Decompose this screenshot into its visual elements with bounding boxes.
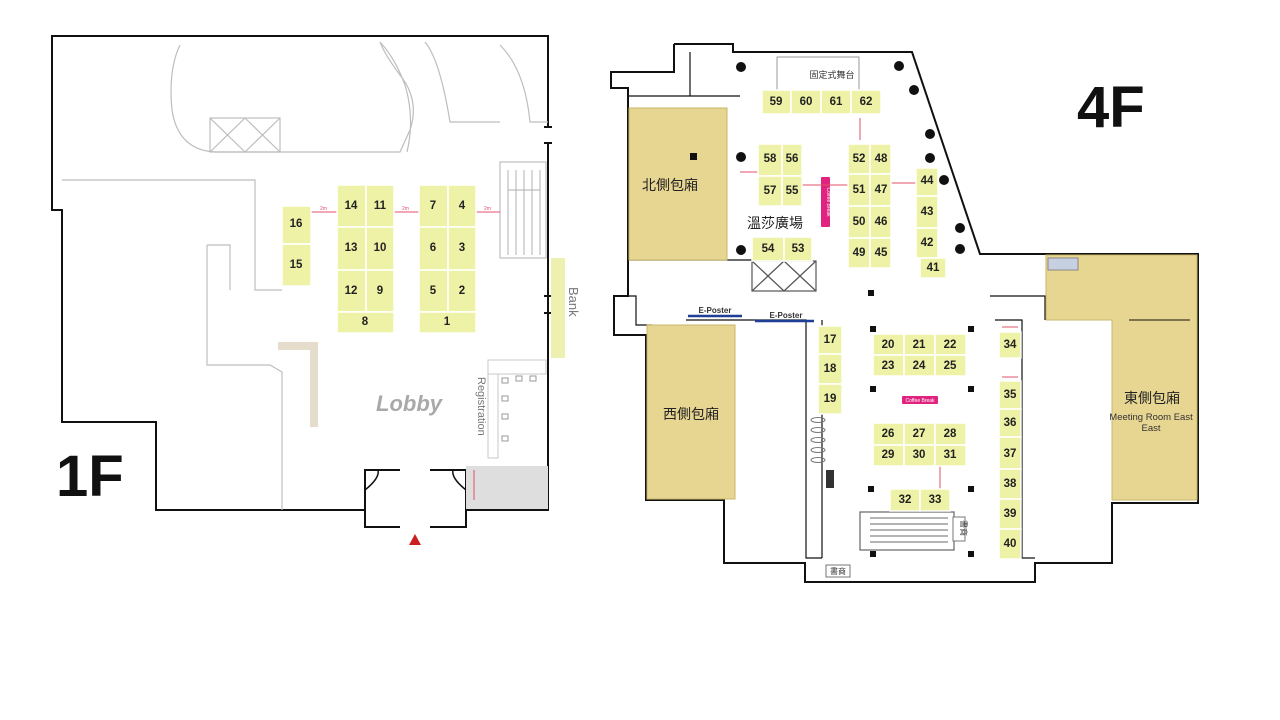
booth-33[interactable]: 33 (929, 494, 942, 506)
booth-11[interactable]: 11 (374, 200, 387, 212)
booth-45[interactable]: 45 (875, 247, 888, 259)
booth-57[interactable]: 57 (764, 185, 777, 197)
eposter-label-2: E-Poster (770, 311, 803, 320)
booth-43[interactable]: 43 (921, 206, 934, 218)
booth-3[interactable]: 3 (459, 242, 465, 254)
floor-1f-plan: Bank Registration Lobby 2m 2m 2m 16 15 (51, 35, 581, 545)
west-room (646, 324, 736, 500)
booth-13[interactable]: 13 (345, 242, 358, 254)
booth-55[interactable]: 55 (786, 185, 799, 197)
4f-outer-wall (610, 43, 1199, 583)
booth-58[interactable]: 58 (764, 153, 777, 165)
booth-32[interactable]: 32 (899, 494, 912, 506)
booth-6[interactable]: 6 (430, 242, 436, 254)
entrance-arrow-icon (409, 534, 421, 545)
booth-62[interactable]: 62 (860, 96, 873, 108)
1f-right-wall (466, 143, 549, 511)
booth-26[interactable]: 26 (882, 428, 895, 440)
booths-4f: 59 60 61 62 58 56 57 55 54 53 52 48 51 4… (751, 89, 1022, 560)
booth-27[interactable]: 27 (913, 428, 926, 440)
booth-46[interactable]: 46 (875, 216, 888, 228)
booth-35[interactable]: 35 (1004, 389, 1017, 401)
booth-47[interactable]: 47 (875, 184, 888, 196)
east-room (1045, 254, 1198, 501)
coffee-break-label-1: Coffee Break (825, 187, 831, 217)
booth-20[interactable]: 20 (882, 339, 895, 351)
east-room-en-label: Meeting Room East (1109, 412, 1193, 423)
north-room (628, 107, 728, 261)
east-room-en-sub: East (1141, 423, 1160, 434)
booth-24[interactable]: 24 (913, 360, 926, 372)
booth-29[interactable]: 29 (882, 449, 895, 461)
booths-1f: 16 15 14 11 13 10 12 9 8 7 4 6 (281, 184, 477, 334)
booth-38[interactable]: 38 (1004, 478, 1017, 490)
booth-48[interactable]: 48 (875, 153, 888, 165)
booth-25[interactable]: 25 (944, 360, 957, 372)
lobby-label: Lobby (376, 391, 444, 416)
booth-51[interactable]: 51 (853, 184, 866, 196)
booth-8[interactable]: 8 (362, 316, 369, 328)
booth-28[interactable]: 28 (944, 428, 957, 440)
booth-42[interactable]: 42 (921, 237, 934, 249)
booth-54[interactable]: 54 (762, 243, 775, 255)
booth-52[interactable]: 52 (853, 153, 866, 165)
booth-60[interactable]: 60 (800, 96, 813, 108)
booth-15[interactable]: 15 (290, 259, 303, 271)
booth-49[interactable]: 49 (853, 247, 866, 259)
booth-23[interactable]: 23 (882, 360, 895, 372)
booth-44[interactable]: 44 (921, 175, 934, 187)
bookstore-label-1: 書商 (830, 566, 846, 576)
booth-37[interactable]: 37 (1004, 448, 1017, 460)
coffee-break-label-2: Coffee Break (905, 398, 935, 404)
north-room-label: 北側包廂 (642, 177, 698, 194)
booth-39[interactable]: 39 (1004, 508, 1017, 520)
bookstore-label-2: 書商 (959, 520, 969, 536)
booth-41[interactable]: 41 (927, 262, 940, 274)
east-room-label: 東側包廂 (1124, 390, 1180, 407)
svg-text:2m: 2m (320, 206, 327, 212)
booth-17[interactable]: 17 (824, 334, 837, 346)
plaza-label: 溫莎廣場 (747, 215, 803, 232)
west-room-label: 西側包廂 (663, 406, 719, 423)
booth-4[interactable]: 4 (459, 200, 466, 212)
booth-30[interactable]: 30 (913, 449, 926, 461)
registration-label: Registration (475, 377, 487, 436)
svg-text:2m: 2m (402, 206, 409, 212)
booth-10[interactable]: 10 (374, 242, 387, 254)
booth-59[interactable]: 59 (770, 96, 783, 108)
floor-4f-title: 4F (1077, 75, 1145, 140)
stage-label: 固定式舞台 (809, 69, 854, 80)
eposter-label-1: E-Poster (699, 306, 732, 315)
booth-9[interactable]: 9 (377, 285, 383, 297)
booth-1[interactable]: 1 (444, 316, 451, 328)
booth-2[interactable]: 2 (459, 285, 465, 297)
booth-61[interactable]: 61 (830, 96, 843, 108)
fixed-stage (776, 56, 860, 91)
booth-56[interactable]: 56 (786, 153, 799, 165)
1f-outer-wall (51, 35, 549, 511)
booth-7[interactable]: 7 (430, 200, 436, 212)
floor-4f-plan: 固定式舞台 北側包廂 西側包廂 東側包廂 Meeting Room East E… (610, 43, 1199, 583)
booth-5[interactable]: 5 (430, 285, 437, 297)
booth-36[interactable]: 36 (1004, 417, 1017, 429)
pillars (690, 61, 974, 557)
booth-34[interactable]: 34 (1004, 339, 1017, 351)
booth-14[interactable]: 14 (345, 200, 358, 212)
booth-18[interactable]: 18 (824, 363, 837, 375)
booth-40[interactable]: 40 (1004, 538, 1017, 550)
booth-50[interactable]: 50 (853, 216, 866, 228)
booth-22[interactable]: 22 (944, 339, 957, 351)
booth-16[interactable]: 16 (290, 218, 303, 230)
booth-21[interactable]: 21 (913, 339, 926, 351)
booth-31[interactable]: 31 (944, 449, 957, 461)
bank-label: Bank (566, 287, 581, 317)
booth-19[interactable]: 19 (824, 393, 837, 405)
floor-1f-title: 1F (56, 444, 124, 509)
booth-12[interactable]: 12 (345, 285, 358, 297)
svg-text:2m: 2m (484, 206, 491, 212)
booth-53[interactable]: 53 (792, 243, 805, 255)
